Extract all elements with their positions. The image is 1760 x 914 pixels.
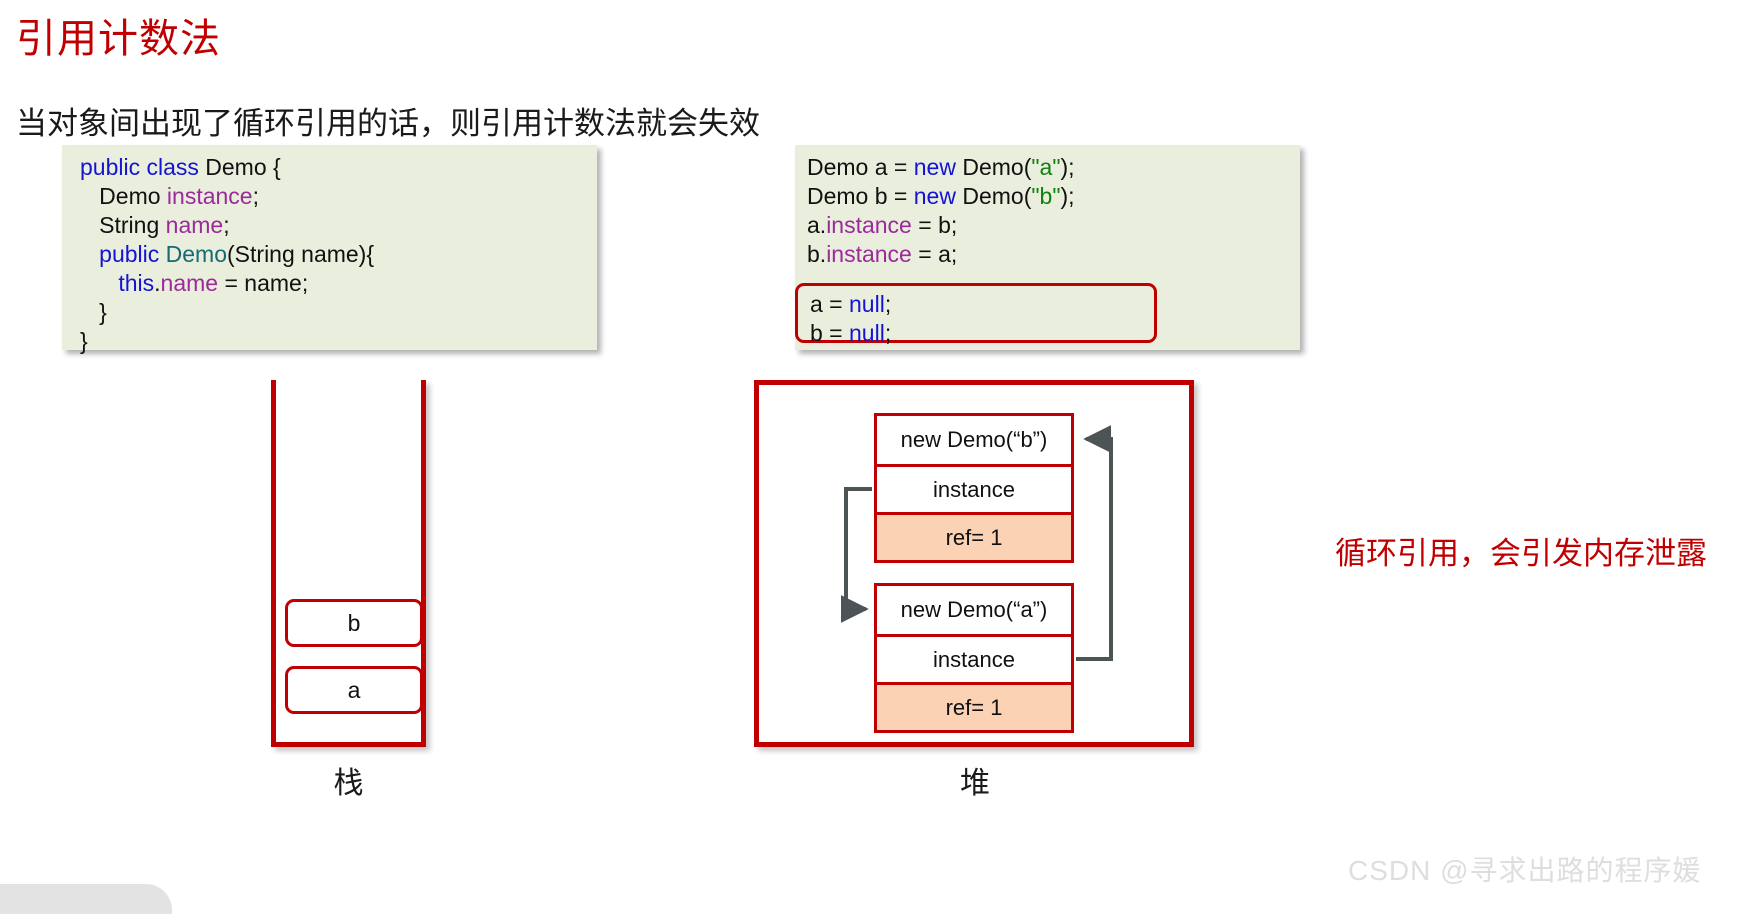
code-line-3: public Demo(String name){: [99, 241, 375, 267]
heap-object-a-field: instance: [877, 634, 1071, 682]
code-line-4: this.name = name;: [118, 270, 309, 296]
code-line-6: }: [80, 328, 88, 354]
stack-region: b a: [271, 380, 426, 747]
heap-object-b-field: instance: [877, 464, 1071, 512]
code-line-0: Demo a = new Demo("a");: [807, 154, 1075, 180]
heap-object-b-refcount: ref= 1: [877, 512, 1071, 560]
heap-object-b-header: new Demo(“b”): [877, 416, 1071, 464]
code-line-0: public class Demo {: [80, 154, 281, 180]
heap-object-a-header: new Demo(“a”): [877, 586, 1071, 634]
stack-slot-b-label: b: [347, 609, 361, 636]
code-line-1: b = null;: [810, 320, 892, 346]
code-line-2: String name;: [80, 212, 230, 238]
null-assignment-callout: a = null; b = null;: [795, 283, 1157, 346]
code-block-usage: Demo a = new Demo("a"); Demo b = new Demo…: [795, 145, 1300, 350]
stack-slot-b: b: [285, 599, 423, 647]
code-line-0: a = null;: [810, 291, 892, 317]
heap-object-a: new Demo(“a”) instance ref= 1: [874, 583, 1074, 733]
page-title: 引用计数法: [16, 16, 221, 61]
csdn-watermark: CSDN @寻求出路的程序媛: [1348, 855, 1702, 886]
memory-leak-note: 循环引用，会引发内存泄露: [1335, 536, 1707, 571]
code-line-1: Demo b = new Demo("b");: [807, 183, 1075, 209]
code-block-class-demo: public class Demo { Demo instance; Strin…: [62, 145, 597, 354]
heap-object-b: new Demo(“b”) instance ref= 1: [874, 413, 1074, 563]
stack-slot-a-label: a: [347, 676, 361, 703]
code-line-2: a.instance = b;: [807, 212, 958, 238]
page-subtitle: 当对象间出现了循环引用的话，则引用计数法就会失效: [16, 106, 760, 141]
code-line-3: b.instance = a;: [807, 241, 958, 267]
stack-slot-a: a: [285, 666, 423, 714]
code-line-1: Demo instance;: [80, 183, 259, 209]
code-line-5: }: [80, 299, 107, 325]
decorative-corner-shape: [0, 884, 172, 914]
heap-object-a-refcount: ref= 1: [877, 682, 1071, 730]
stack-label: 栈: [333, 767, 364, 800]
heap-label: 堆: [960, 767, 990, 800]
